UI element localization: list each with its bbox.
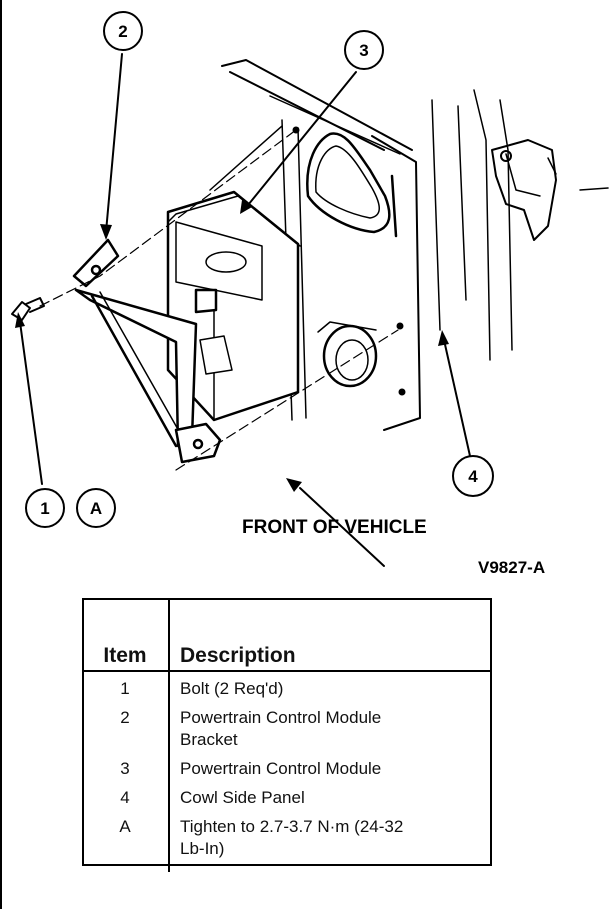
callout-a: A xyxy=(76,488,116,528)
bolt-drawing xyxy=(11,297,45,321)
svg-text:2: 2 xyxy=(118,22,127,41)
pcm-bracket-drawing xyxy=(72,238,222,464)
legend-table: Item Description 1 Bolt (2 Req'd) 2 Powe… xyxy=(82,598,492,872)
legend-header-row: Item Description xyxy=(82,598,492,671)
page-left-border xyxy=(0,0,2,909)
legend-header-item: Item xyxy=(82,598,170,671)
door-hinge-drawing xyxy=(473,89,609,361)
svg-text:3: 3 xyxy=(359,41,368,60)
legend-item-number: 4 xyxy=(82,787,170,816)
legend-row: 1 Bolt (2 Req'd) xyxy=(82,671,492,707)
legend-item-description: Bolt (2 Req'd) xyxy=(180,679,284,698)
powertrain-control-module-drawing xyxy=(166,190,301,422)
svg-text:1: 1 xyxy=(40,499,49,518)
callout-3: 3 xyxy=(344,30,384,70)
pcm-mounting-diagram: 2 3 4 1 A FRONT OF VEHICLE V9827-A xyxy=(11,11,609,577)
cowl-side-panel-drawing xyxy=(209,59,467,431)
callout-4: 4 xyxy=(452,455,494,497)
legend-item-number: 2 xyxy=(82,707,170,758)
legend-item-number: 3 xyxy=(82,758,170,787)
figure-id: V9827-A xyxy=(478,558,545,577)
svg-text:4: 4 xyxy=(468,467,478,486)
legend-item-description: Cowl Side Panel xyxy=(180,788,305,807)
legend-row: 3 Powertrain Control Module xyxy=(82,758,492,787)
callout-1: 1 xyxy=(25,488,65,528)
legend-header-description: Description xyxy=(180,644,296,667)
callout-2: 2 xyxy=(103,11,143,51)
svg-text:A: A xyxy=(90,499,102,518)
leader-arrowheads xyxy=(15,200,449,492)
leader-lines xyxy=(19,53,471,567)
legend-item-number: A xyxy=(82,816,170,872)
legend-item-number: 1 xyxy=(82,671,170,707)
legend-row: 4 Cowl Side Panel xyxy=(82,787,492,816)
bolt-alignment-lines xyxy=(39,129,399,471)
legend-item-description: Powertrain Control Module xyxy=(180,759,382,778)
front-of-vehicle-caption: FRONT OF VEHICLE xyxy=(242,517,427,538)
